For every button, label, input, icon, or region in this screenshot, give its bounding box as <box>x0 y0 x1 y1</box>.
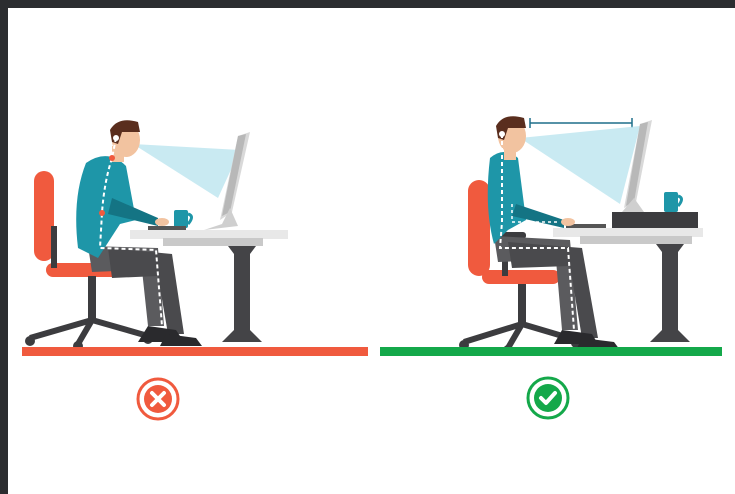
check-icon <box>524 374 572 422</box>
good-sight-beam <box>520 126 640 204</box>
good-mug <box>664 192 682 212</box>
illustration-frame <box>8 8 735 494</box>
good-eye-level-marker <box>530 118 632 128</box>
good-posture-floor <box>380 347 722 356</box>
good-posture-scene <box>8 8 735 494</box>
